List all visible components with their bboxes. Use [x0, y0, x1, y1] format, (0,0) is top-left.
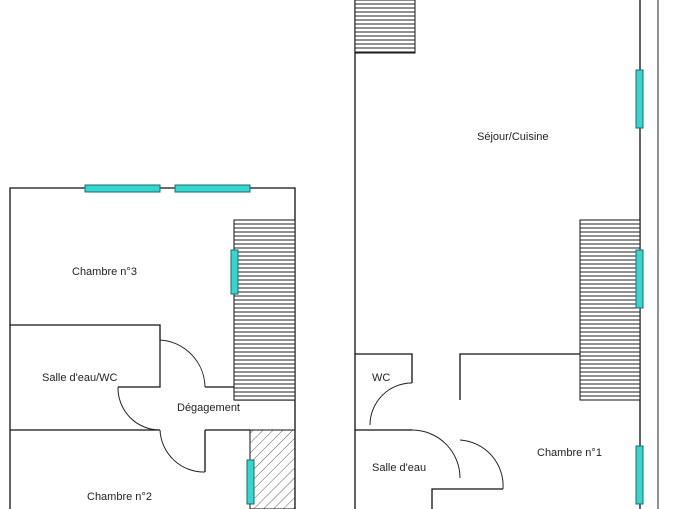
- window-chambre1: [635, 445, 644, 505]
- window-top-1: [84, 184, 161, 193]
- window-chambre3: [230, 249, 239, 295]
- window-staircase-right: [635, 249, 644, 309]
- label-salle-eau: Salle d'eau: [372, 462, 426, 474]
- wall-salle-eau-bottom-right: [431, 488, 503, 509]
- door-swing-wc-right: [369, 382, 413, 426]
- label-chambre-3: Chambre n°3: [72, 266, 137, 278]
- label-chambre-2: Chambre n°2: [87, 491, 152, 503]
- label-degagement: Dégagement: [177, 402, 240, 414]
- wall-wc-top: [355, 353, 413, 383]
- window-chambre2: [246, 459, 255, 505]
- left-unit: Chambre n°3 Salle d'eau/WC Dégagement Ch…: [9, 184, 296, 509]
- door-swing-salle-eau-right: [411, 429, 461, 479]
- door-swing-chambre2: [159, 429, 206, 473]
- window-top-2: [174, 184, 251, 193]
- right-unit: Séjour/Cuisine WC Salle d'eau Chambre n°…: [354, 0, 659, 509]
- door-swing-chambre1: [459, 439, 504, 490]
- staircase-left: [233, 219, 296, 401]
- hatched-block: [249, 429, 296, 509]
- label-chambre-1: Chambre n°1: [537, 447, 602, 459]
- door-swing-wc: [159, 339, 206, 388]
- window-sejour: [635, 69, 644, 129]
- door-swing-salle-eau: [117, 386, 161, 431]
- staircase-top: [354, 0, 416, 54]
- staircase-right: [579, 219, 641, 401]
- label-wc: WC: [372, 372, 390, 384]
- label-sejour-cuisine: Séjour/Cuisine: [477, 131, 549, 143]
- wall-chambre1-top: [459, 353, 580, 400]
- label-salle-eau-wc: Salle d'eau/WC: [42, 372, 118, 384]
